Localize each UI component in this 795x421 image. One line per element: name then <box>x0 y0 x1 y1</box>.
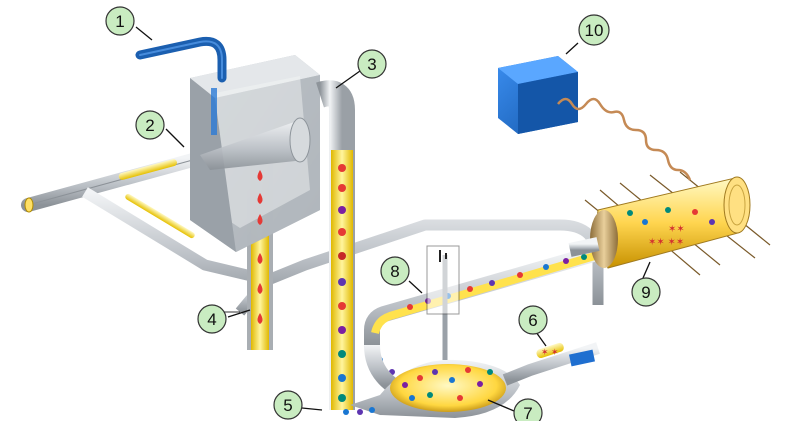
callout-3: 3 <box>357 49 387 79</box>
droplet-icon <box>257 214 263 225</box>
callout-10: 10 <box>578 14 610 46</box>
droplet-icon <box>257 170 263 181</box>
sample-inlet-tube <box>135 36 227 135</box>
callout-6: 6 <box>518 305 548 335</box>
svg-text:✶✶ ✶✶: ✶✶ ✶✶ <box>648 237 684 248</box>
inlet-pipe-left <box>21 151 207 213</box>
collision-chamber: ✶ ✶ <box>343 305 604 418</box>
ion-source-housing <box>190 55 320 324</box>
callout-4: 4 <box>197 304 227 334</box>
analyzer-loop <box>364 244 608 392</box>
callout-2: 2 <box>135 110 165 140</box>
transfer-column <box>316 80 355 410</box>
svg-text:6: 6 <box>528 311 537 330</box>
droplet-icon <box>257 313 263 324</box>
callout-1: 1 <box>105 6 135 36</box>
callout-8: 8 <box>380 256 410 286</box>
svg-text:2: 2 <box>145 116 154 135</box>
svg-text:✶✶: ✶✶ <box>668 224 685 235</box>
computer-box <box>498 56 692 181</box>
svg-text:4: 4 <box>207 310 216 329</box>
callout-7: 7 <box>513 398 543 421</box>
svg-text:10: 10 <box>585 21 604 40</box>
detector-cylinder: ✶✶ ✶✶ ✶✶ <box>568 171 771 276</box>
svg-text:7: 7 <box>523 404 532 421</box>
droplet-icon <box>257 283 263 294</box>
svg-text:5: 5 <box>283 396 292 415</box>
svg-text:✶ ✶: ✶ ✶ <box>541 347 559 357</box>
droplet-icon <box>257 193 263 204</box>
svg-text:1: 1 <box>115 12 124 31</box>
svg-text:3: 3 <box>367 55 376 74</box>
svg-text:8: 8 <box>390 262 399 281</box>
callout-5: 5 <box>273 390 303 420</box>
signal-cable <box>557 97 692 181</box>
svg-text:9: 9 <box>641 283 650 302</box>
leader-lines <box>135 26 651 412</box>
callout-9: 9 <box>631 277 661 307</box>
droplet-icon <box>257 253 263 264</box>
